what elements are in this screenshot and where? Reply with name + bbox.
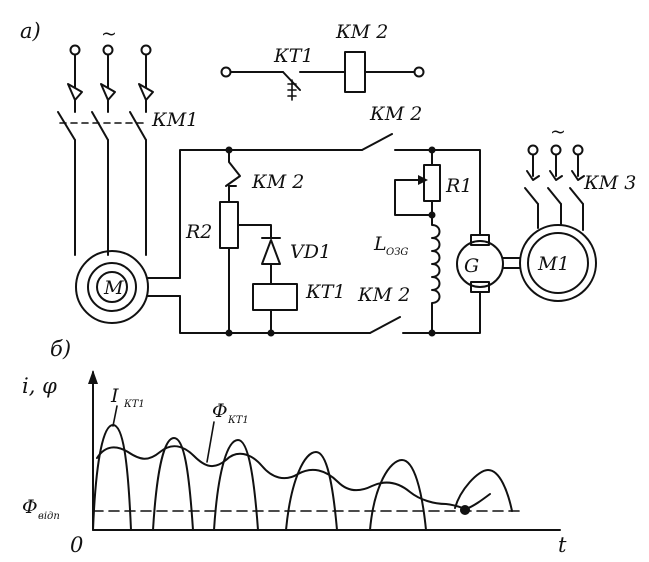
field-winding-sub: ОЗG [386,247,408,258]
motor-m: M [75,250,181,324]
km2-contact-lower-label: КМ 2 [357,284,410,306]
panel-a-label: а) [20,19,41,43]
relay-kt1-coil-label: КТ1 [305,281,345,303]
supply-terminal-1 [69,44,81,56]
km2-contact-middle-label: КМ 2 [251,171,304,193]
phi-curve [96,445,491,510]
i-pulse-1 [92,424,132,531]
rheostat-r1 [423,164,441,202]
x-axis-label: t [558,533,567,557]
release-point [460,505,470,515]
motor-m-core [96,271,128,303]
motor-m1-inner [527,232,589,294]
km1-contact-1 [57,111,76,141]
motor-m-label: M [103,277,124,299]
i-pulse-2 [152,437,194,531]
rheostat-r1-label: R1 [445,175,472,197]
fuse-1 [67,54,83,101]
field-winding-label: L [373,233,387,255]
generator-g-label: G [464,255,479,277]
i-pulse-4 [285,451,338,531]
generator-g-body [456,240,504,288]
diode-vd1-label: VD1 [290,241,331,263]
km2-contact-upper [361,133,393,151]
phi-release-label: Φ [22,496,38,518]
km1-contacts: КМ1 [57,99,198,256]
i-kt1-sub: КТ1 [123,399,145,410]
resistor-r2 [219,201,239,249]
i-kt1-label: I [110,385,119,407]
km2-coil-circuit: КТ1 КМ 2 [220,21,425,101]
rheostat-r1-wiper [394,179,433,216]
r2-tap [237,224,272,239]
supply-terminals: ~ [67,23,154,101]
km1-contact-2 [91,111,109,141]
motor-m-outer [75,250,149,324]
control-bus-bottom [179,295,371,334]
m1-supply-ac-symbol: ~ [550,121,566,143]
i-pulse-5 [369,459,427,531]
km3-contact-2 [547,187,562,205]
i-pulse-6 [454,469,513,512]
motor-m1-label: M1 [537,253,570,275]
km1-contact-3 [129,111,147,141]
kt1-delay-symbol [287,79,297,101]
phi-release-sub: відп [38,511,60,522]
field-winding-l [431,214,441,334]
panel-a: а) ~ КМ1 [20,19,636,337]
i-kt1-leader [112,405,118,427]
excitation-circuit: R1 L ОЗG [373,149,481,334]
resistor-r2-label: R2 [185,221,212,243]
km2-contact-upper-label: КМ 2 [369,103,422,125]
km3-contact-1 [524,187,539,205]
fuse-3 [138,54,154,101]
contactor-km2-coil [344,51,366,93]
km3-contact-3 [569,187,584,205]
phi-kt1-sub: КТ1 [227,415,249,426]
i-pulse-3 [213,439,259,531]
motor-m1-outer [519,224,597,302]
supply-ac-symbol: ~ [101,23,117,45]
supply-terminal-2 [102,44,114,56]
panel-b: б) i, φ 0 t Φ відп I КТ1 Φ КТ1 [22,337,567,557]
y-axis-label: i, φ [22,374,57,398]
kt1-contact-label: КТ1 [273,45,313,67]
control-circuit: КМ 2 КМ 2 [179,103,436,337]
r2-branch: КМ 2 R2 VD1 КТ1 [185,149,345,334]
panel-b-label: б) [50,337,71,361]
motor-m1: M1 ~ КМ 3 [519,121,636,302]
km1-label: КМ1 [151,109,198,131]
phi-kt1-label: Φ [212,400,228,422]
control-bus-top [179,149,363,279]
relay-kt1-coil [252,283,298,311]
origin-label: 0 [70,533,83,557]
km2-contact-middle [225,149,241,203]
motor-m-inner [87,262,137,312]
km2-coil-label: КМ 2 [335,21,388,43]
supply-terminal-3 [140,44,152,56]
y-axis-arrow [88,370,98,384]
km2-contact-lower [369,316,401,334]
generator-g: G [456,234,521,293]
diode-vd1 [261,237,281,285]
phi-kt1-leader [206,421,215,463]
fuse-2 [100,54,116,101]
km3-label: КМ 3 [583,172,636,194]
